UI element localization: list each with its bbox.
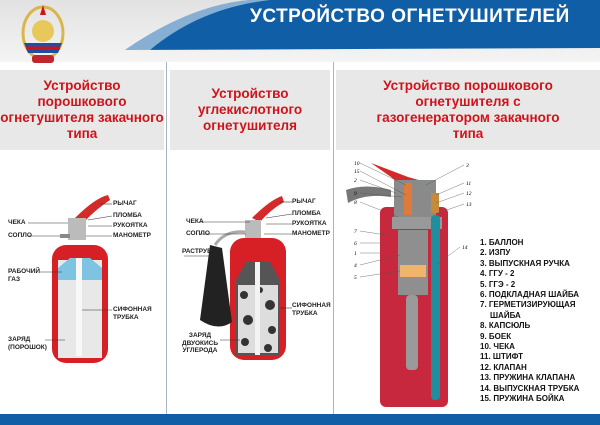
divider (333, 62, 334, 414)
svg-text:12: 12 (466, 191, 472, 197)
label-pin: ЧЕКА (8, 219, 26, 226)
footer-bar (0, 414, 600, 425)
legend-item: 10. ЧЕКА (480, 342, 515, 351)
vdpo-logo (21, 5, 65, 63)
legend-item: 12. КЛАПАН (480, 362, 527, 372)
svg-text:15: 15 (354, 169, 360, 175)
legend-item: ШАЙБА (490, 310, 521, 320)
panel-title-co2: Устройство углекислотного огнетушителя (170, 70, 330, 150)
co2-extinguisher-drawing (184, 196, 293, 360)
label-horn: РАСТРУБ (182, 248, 212, 255)
legend-item: 11. ШТИФТ (480, 352, 523, 362)
legend-item: 6. ПОДКЛАДНАЯ ШАЙБА (480, 290, 580, 299)
label-nozzle: СОПЛО (186, 230, 210, 237)
legend-item: 8. КАПСЮЛЬ (480, 321, 531, 331)
label-siphon-tube: СИФОННАЯ ТРУБКА (292, 302, 331, 317)
svg-text:7: 7 (354, 229, 357, 235)
svg-text:2: 2 (354, 178, 357, 184)
legend-item: 9. БОЕК (480, 331, 512, 341)
legend-item: 13. ПРУЖИНА КЛАПАНА (480, 373, 576, 383)
svg-text:8: 8 (354, 200, 357, 206)
legend-item: 5. ГГЭ - 2 (480, 279, 516, 289)
legend-item: 3. ВЫПУСКНАЯ РУЧКА (480, 258, 570, 268)
label-gauge: МАНОМЕТР (113, 232, 151, 239)
label-siphon-tube: СИФОННАЯ ТРУБКА (113, 306, 152, 321)
svg-text:14: 14 (462, 244, 468, 251)
svg-text:10: 10 (354, 161, 360, 167)
panel-title-gas-generator: Устройство порошкового огнетушителя с га… (336, 70, 600, 150)
label-handle: РУКОЯТКА (292, 220, 327, 227)
svg-text:5: 5 (354, 275, 357, 281)
label-lever: РЫЧАГ (113, 200, 137, 207)
svg-text:4: 4 (354, 262, 357, 269)
label-working-gas: РАБОЧИЙ ГАЗ (8, 268, 41, 283)
label-pin: ЧЕКА (186, 218, 204, 225)
label-charge: ЗАРЯД ДВУОКИСЬ УГЛЕРОДА (181, 332, 219, 354)
powder-extinguisher-drawing (28, 195, 113, 363)
svg-text:11: 11 (466, 181, 471, 187)
legend-item: 4. ГГУ - 2 (480, 269, 515, 279)
legend-item: 1. БАЛЛОН (480, 238, 524, 247)
legend-item: 7. ГЕРМЕТИЗИРУЮЩАЯ (480, 300, 576, 310)
label-gauge: МАНОМЕТР (292, 230, 330, 237)
label-seal: ПЛОМБА (292, 210, 321, 217)
divider (166, 62, 167, 414)
legend-item: 2. ИЗПУ (480, 248, 511, 258)
legend-item: 14. ВЫПУСКНАЯ ТРУБКА (480, 383, 580, 393)
label-seal: ПЛОМБА (113, 212, 142, 219)
title-banner (125, 0, 600, 50)
label-handle: РУКОЯТКА (113, 222, 148, 229)
svg-text:6: 6 (354, 241, 357, 247)
svg-text:1: 1 (354, 251, 357, 257)
label-nozzle: СОПЛО (8, 232, 32, 239)
svg-text:9: 9 (354, 191, 357, 197)
svg-text:3: 3 (465, 163, 469, 169)
page-title: УСТРОЙСТВО ОГНЕТУШИТЕЛЕЙ (250, 6, 570, 27)
label-lever: РЫЧАГ (292, 198, 316, 205)
legend-item: 15. ПРУЖИНА БОЙКА (480, 394, 565, 403)
label-charge: ЗАРЯД (ПОРОШОК) (8, 336, 47, 351)
panel-title-powder: Устройство порошкового огнетушителя зака… (0, 70, 164, 150)
svg-text:13: 13 (466, 202, 472, 208)
